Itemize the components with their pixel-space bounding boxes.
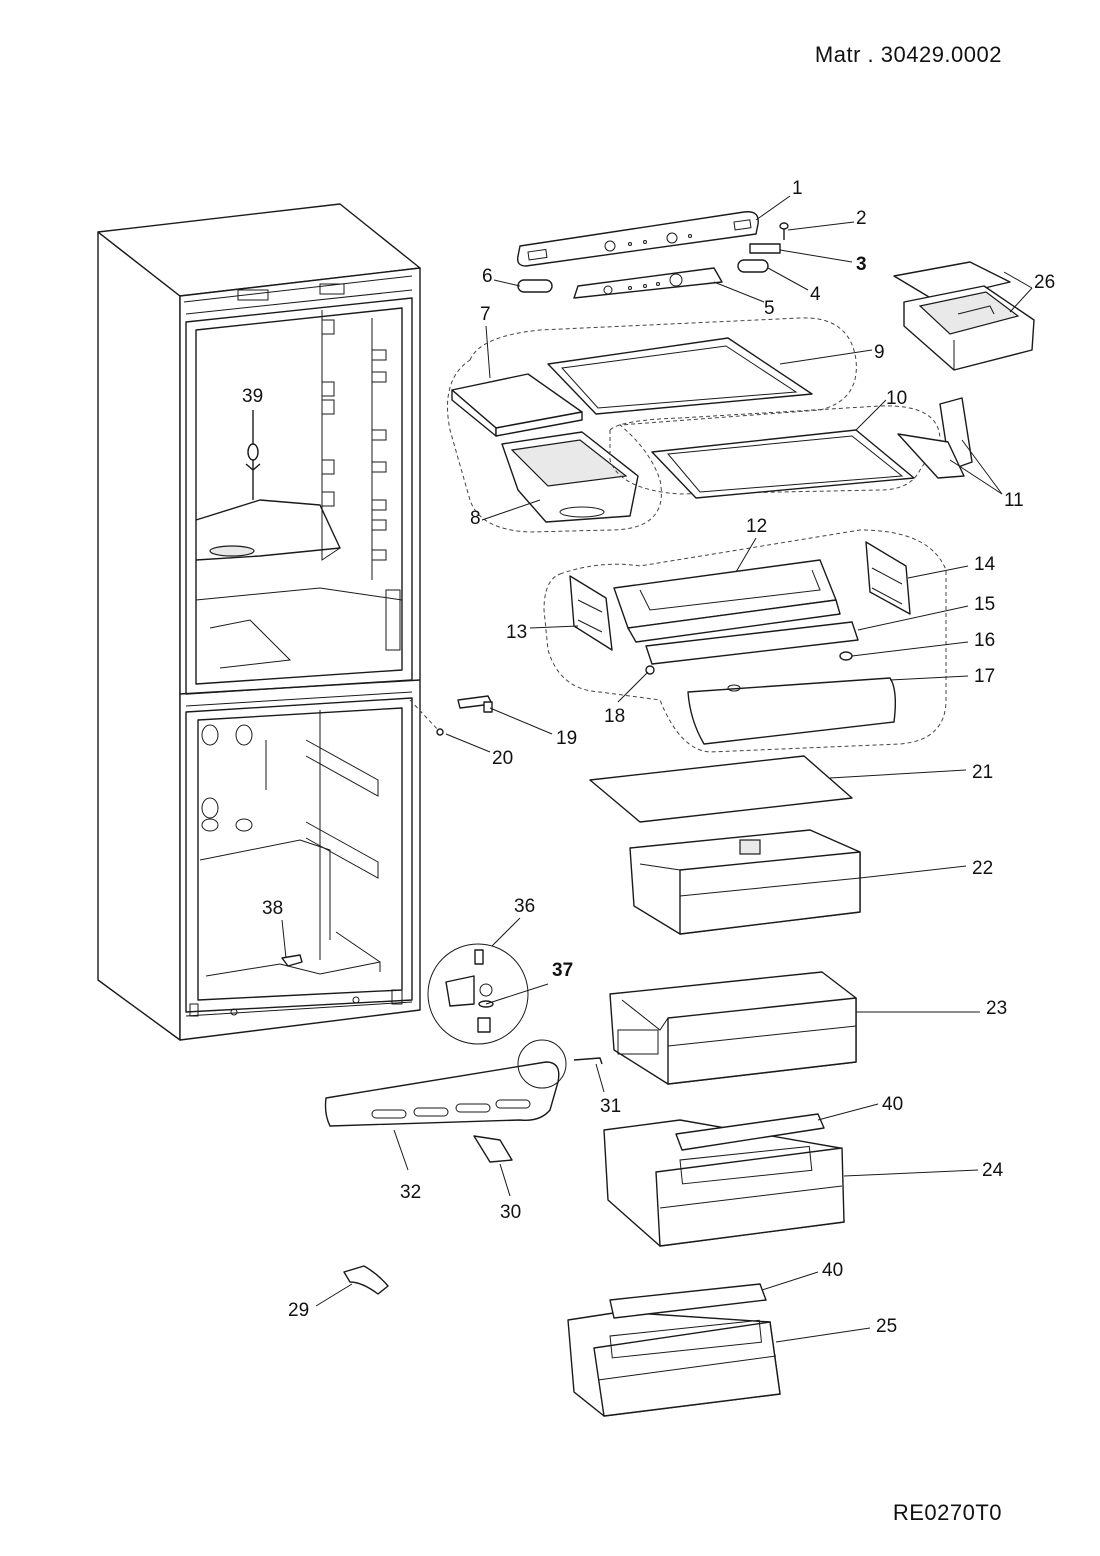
drawing-reference: RE0270T0 bbox=[892, 1500, 1002, 1525]
part-label: 17 bbox=[974, 666, 995, 687]
part-label: 36 bbox=[514, 896, 535, 917]
part-label: 13 bbox=[506, 622, 527, 643]
detail-circle-36-37 bbox=[427, 943, 529, 1045]
part-17-door-cover bbox=[687, 677, 897, 745]
part-label: 2 bbox=[856, 208, 867, 229]
part-label: 12 bbox=[746, 516, 767, 537]
part-14-bracket bbox=[865, 541, 911, 615]
part-label: 5 bbox=[764, 298, 775, 319]
part-label: 24 bbox=[982, 1160, 1004, 1181]
leader-lines bbox=[281, 195, 1033, 1343]
part-label: 25 bbox=[876, 1316, 897, 1337]
document-id: Matr . 30429.0002 bbox=[814, 42, 1002, 67]
part-13-bracket bbox=[569, 575, 613, 651]
part-label: 1 bbox=[792, 178, 803, 199]
part-label: 6 bbox=[482, 266, 493, 287]
part-23-drawer bbox=[609, 971, 857, 1085]
part-22-drawer bbox=[629, 829, 861, 935]
part-10-glass-shelf bbox=[651, 429, 915, 499]
part-30-bracket bbox=[473, 1135, 513, 1163]
detail-circle-31 bbox=[517, 1039, 567, 1089]
part-9-glass-shelf bbox=[547, 337, 813, 415]
part-40-handle-b bbox=[609, 1283, 767, 1319]
fridge-cabinet bbox=[97, 203, 421, 1041]
part-15-rail bbox=[645, 621, 859, 665]
group-outline-12-18 bbox=[543, 529, 947, 753]
group-outline-10-11 bbox=[609, 405, 941, 495]
part-32-plinth bbox=[324, 1061, 560, 1127]
part-31-clip bbox=[573, 1057, 603, 1065]
part-label: 30 bbox=[500, 1202, 521, 1223]
part-38-fixture bbox=[281, 954, 303, 967]
part-label: 19 bbox=[556, 728, 577, 749]
part-label: 18 bbox=[604, 706, 625, 727]
part-25-drawer bbox=[567, 1311, 781, 1417]
part-8-bin bbox=[501, 431, 639, 523]
part-label: 15 bbox=[974, 594, 995, 615]
part-12-door-shelf bbox=[613, 559, 841, 643]
part-26-dish bbox=[893, 261, 1035, 371]
part-7-container bbox=[451, 373, 583, 437]
part-label: 22 bbox=[972, 858, 993, 879]
part-label: 4 bbox=[810, 284, 821, 305]
part-labels: 1 2 3 4 5 6 7 8 9 10 11 12 13 14 15 16 1… bbox=[242, 178, 1055, 1337]
part-21-glass-panel bbox=[589, 755, 853, 823]
part-label: 40 bbox=[882, 1094, 903, 1115]
part-label: 32 bbox=[400, 1182, 421, 1203]
part-19-hinge bbox=[457, 695, 493, 713]
part-label: 11 bbox=[1004, 490, 1024, 511]
part-label: 38 bbox=[262, 898, 283, 919]
part-label: 10 bbox=[886, 388, 907, 409]
part-label: 37 bbox=[552, 960, 573, 981]
part-label: 9 bbox=[874, 342, 885, 363]
part-label: 39 bbox=[242, 386, 263, 407]
part-label: 3 bbox=[856, 254, 867, 275]
part-label: 7 bbox=[480, 304, 491, 325]
part-label: 23 bbox=[986, 998, 1007, 1019]
part-label: 16 bbox=[974, 630, 995, 651]
group-outline-7-9 bbox=[447, 317, 857, 533]
part-40-handle-a bbox=[675, 1113, 825, 1151]
part-label: 21 bbox=[972, 762, 993, 783]
part-24-drawer bbox=[603, 1119, 845, 1247]
part-39-probe bbox=[245, 410, 261, 500]
part-11-hinge-covers bbox=[897, 397, 973, 479]
part-label: 31 bbox=[600, 1096, 621, 1117]
part-label: 26 bbox=[1034, 272, 1055, 293]
part-16-screw bbox=[839, 651, 853, 661]
part-label: 14 bbox=[974, 554, 996, 575]
part-29-foot bbox=[343, 1265, 389, 1295]
part-20-screw bbox=[436, 728, 444, 736]
part-label: 8 bbox=[470, 508, 481, 529]
part-label: 29 bbox=[288, 1300, 309, 1321]
control-panel-group bbox=[516, 211, 789, 299]
part-label: 20 bbox=[492, 748, 513, 769]
part-label: 40 bbox=[822, 1260, 843, 1281]
